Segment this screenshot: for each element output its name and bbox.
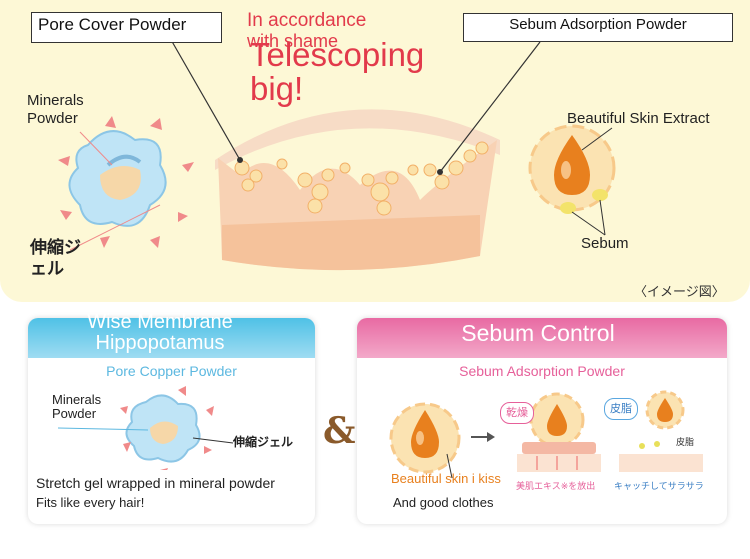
red-headline: Telescoping big! — [250, 36, 425, 107]
beauty-essence-release-label: 美肌エキス※を放出 — [516, 482, 596, 492]
right-card-caption1: Beautiful skin i kiss — [391, 471, 501, 486]
sebum-small-label: 皮脂 — [676, 438, 695, 448]
left-card-caption1: Stretch gel wrapped in mineral powder — [36, 475, 275, 491]
left-card-caption2: Fits like every hair! — [36, 495, 145, 510]
catch-smooth-label: キャッチしてサラサラ — [614, 482, 704, 492]
image-note: 〈イメージ図〉 — [634, 285, 725, 300]
gear-drop-icon — [389, 402, 461, 474]
minerals-powder-label: Minerals Powder — [27, 92, 84, 127]
sebum-adsorption-subtitle: Sebum Adsorption Powder — [459, 363, 625, 379]
sebum-label: Sebum — [581, 235, 629, 252]
left-card-stretch-gel-jp: 伸縮ジェル — [233, 435, 294, 449]
right-card-caption2: And good clothes — [393, 495, 494, 510]
mineral-gel-particle-icon — [68, 130, 167, 227]
right-card-mechanism-illustration — [389, 390, 703, 479]
sebum-adsorption-powder-label: Sebum Adsorption Powder — [463, 13, 733, 42]
ampersand: & — [323, 410, 356, 452]
sebum-control-card-header — [357, 318, 727, 358]
red-caption-line2: with shame — [247, 31, 339, 51]
pore-cover-powder-label: Pore Cover Powder — [31, 12, 222, 43]
skin-extract-gear-icon — [528, 124, 616, 214]
dry-badge: 乾燥 — [500, 402, 534, 424]
wise-membrane-card-header — [28, 318, 315, 358]
beautiful-skin-extract-label: Beautiful Skin Extract — [567, 110, 710, 127]
sebum-badge: 皮脂 — [604, 398, 638, 420]
left-card-minerals-powder-label: Minerals Powder — [52, 392, 102, 421]
left-card-gel-illustration — [57, 386, 234, 470]
red-caption-line1: In accordance — [247, 10, 367, 31]
wise-membrane-title: Wise Membrane Hippopotamus — [87, 311, 233, 354]
skin-cross-section-illustration — [58, 37, 616, 271]
stretch-gel-jp-label: 伸縮ジェル — [30, 238, 81, 279]
pore-copper-powder-subtitle: Pore Copper Powder — [106, 363, 237, 379]
sebum-control-title: Sebum Control — [461, 320, 615, 346]
